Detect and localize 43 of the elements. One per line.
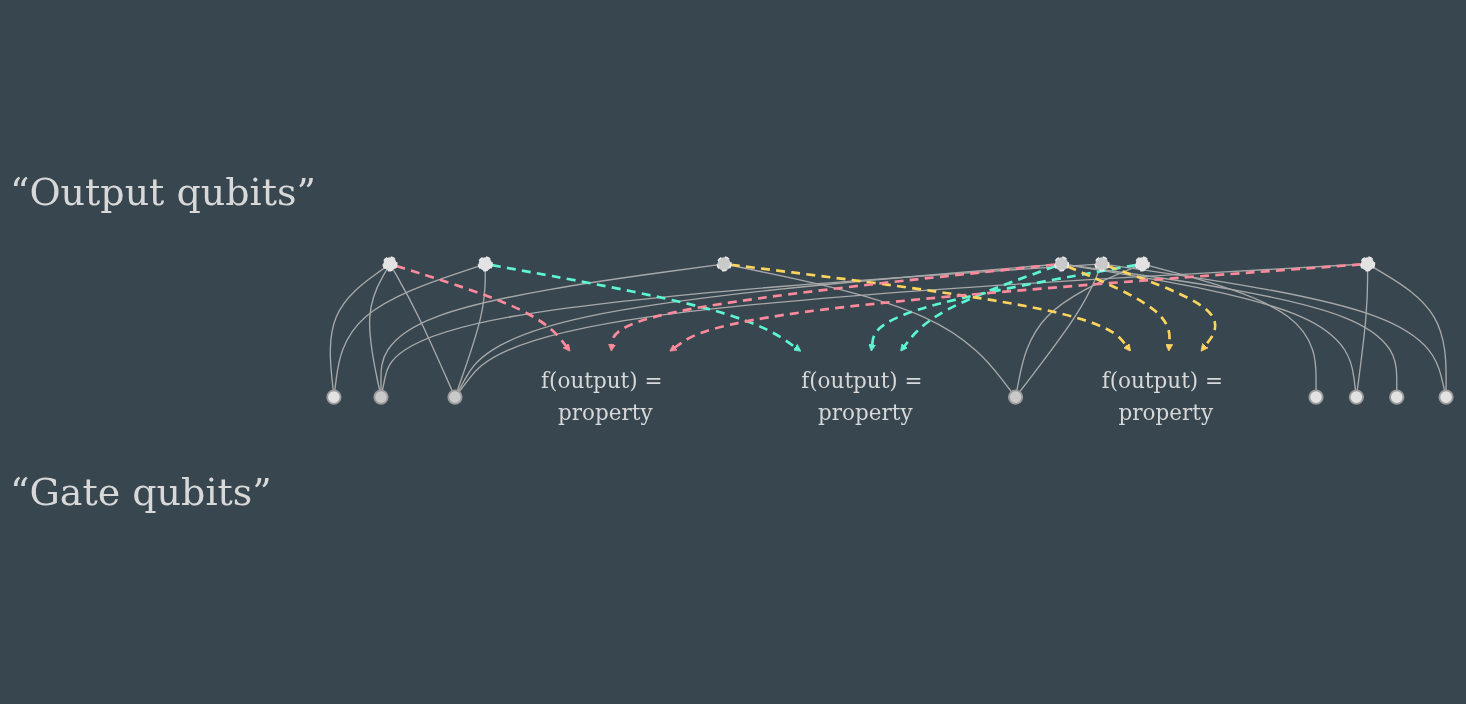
node-circle	[477, 256, 493, 272]
node-circle	[1348, 389, 1365, 405]
row-label: “Output qubits”	[10, 170, 316, 214]
connector	[457, 263, 1056, 392]
node-circle	[382, 256, 398, 272]
connector	[1016, 265, 1137, 392]
connector	[329, 267, 386, 392]
connector	[381, 263, 1096, 392]
node-text: f(output) = property	[1101, 368, 1224, 426]
arrow	[900, 264, 1056, 352]
arrow	[608, 263, 1055, 352]
node-circle	[1438, 389, 1454, 405]
node-circle	[326, 389, 342, 405]
node-text: f(output) = property	[801, 368, 923, 426]
connector	[1372, 266, 1447, 392]
node-circle	[1389, 389, 1405, 405]
node-circle	[1053, 256, 1070, 272]
node-circle	[716, 256, 732, 272]
node-circle	[1134, 256, 1150, 272]
node-text: f(output) = property	[541, 368, 663, 426]
arrow	[1107, 264, 1217, 352]
node-circle	[1360, 256, 1376, 272]
connector	[1356, 269, 1369, 392]
connector	[1107, 264, 1446, 392]
row-label: “Gate qubits”	[10, 470, 272, 514]
arrow	[868, 263, 1136, 352]
arrow	[669, 263, 1361, 352]
arrow	[730, 263, 1131, 352]
connector	[334, 265, 480, 392]
arrow	[395, 264, 571, 352]
node-circle	[447, 389, 463, 405]
arrow	[491, 263, 802, 352]
node-circle	[1094, 256, 1110, 272]
connector	[392, 269, 453, 392]
node-circle	[1308, 389, 1324, 405]
connector	[456, 269, 486, 392]
arrow	[1067, 265, 1174, 352]
connector	[458, 263, 1362, 393]
connector	[1148, 264, 1317, 392]
connector	[368, 269, 388, 392]
connector	[380, 264, 719, 392]
node-circle	[373, 389, 389, 405]
node-circle	[1007, 389, 1024, 405]
